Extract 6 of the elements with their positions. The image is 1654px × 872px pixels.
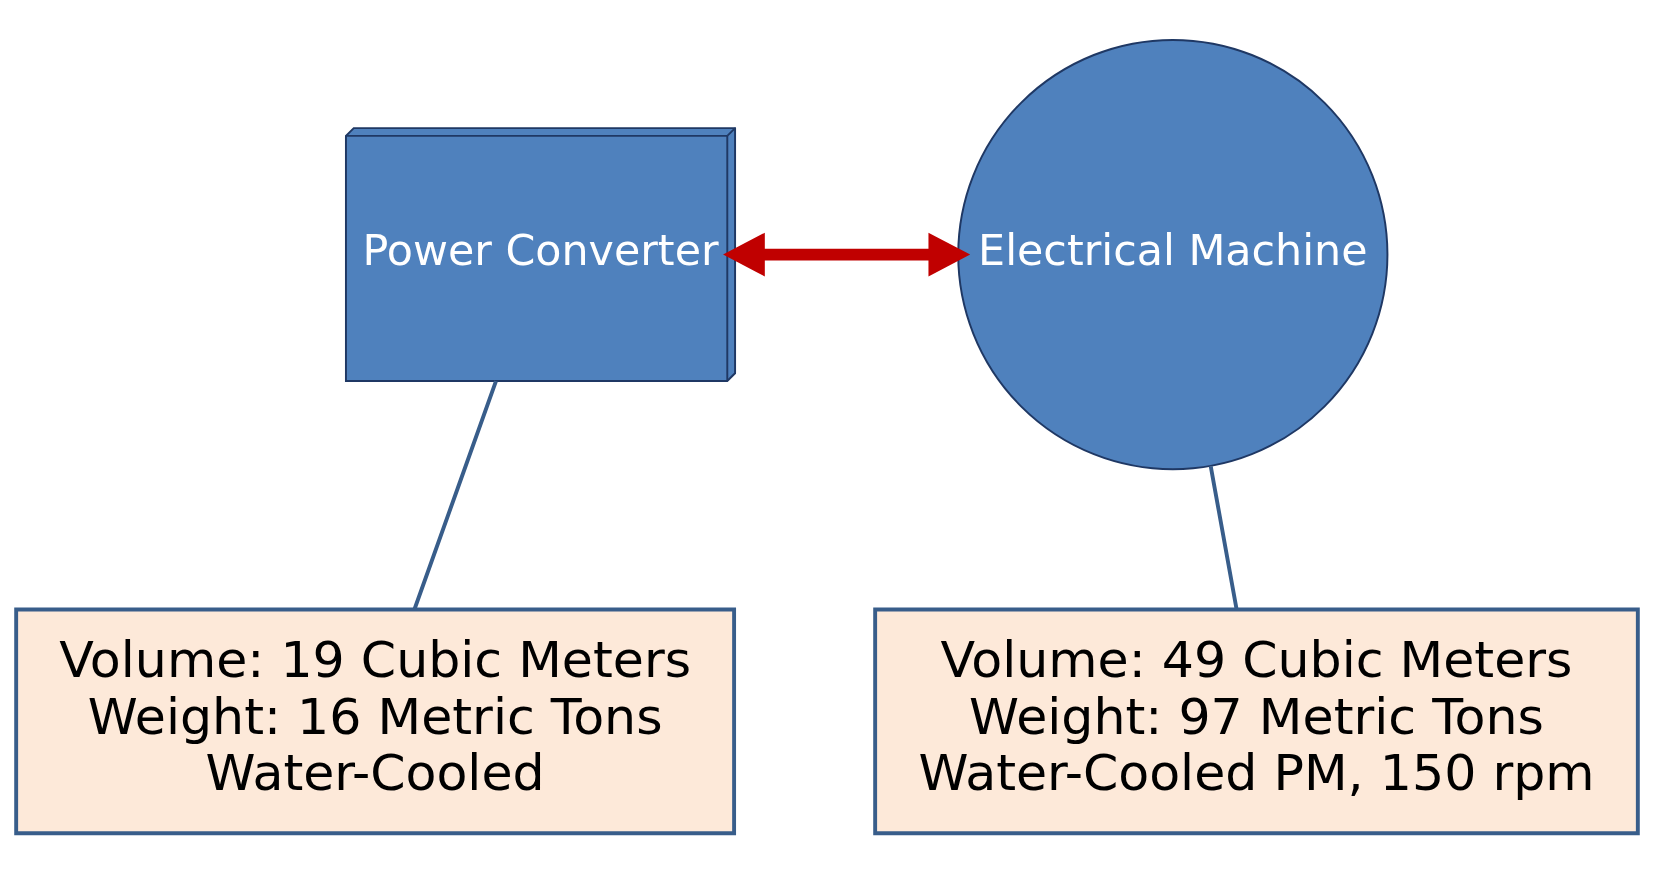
node-circle: Electrical Machine	[957, 38, 1389, 470]
node-box: Volume: 19 Cubic Meters Weight: 16 Metric Tons Water-Cooled	[14, 607, 737, 835]
connector	[412, 380, 498, 609]
arrow	[723, 232, 971, 276]
node-box: Volume: 49 Cubic Meters Weight: 97 Metric Tons Water-Cooled PM, 150 rpm	[873, 607, 1640, 835]
connector	[1208, 465, 1239, 609]
